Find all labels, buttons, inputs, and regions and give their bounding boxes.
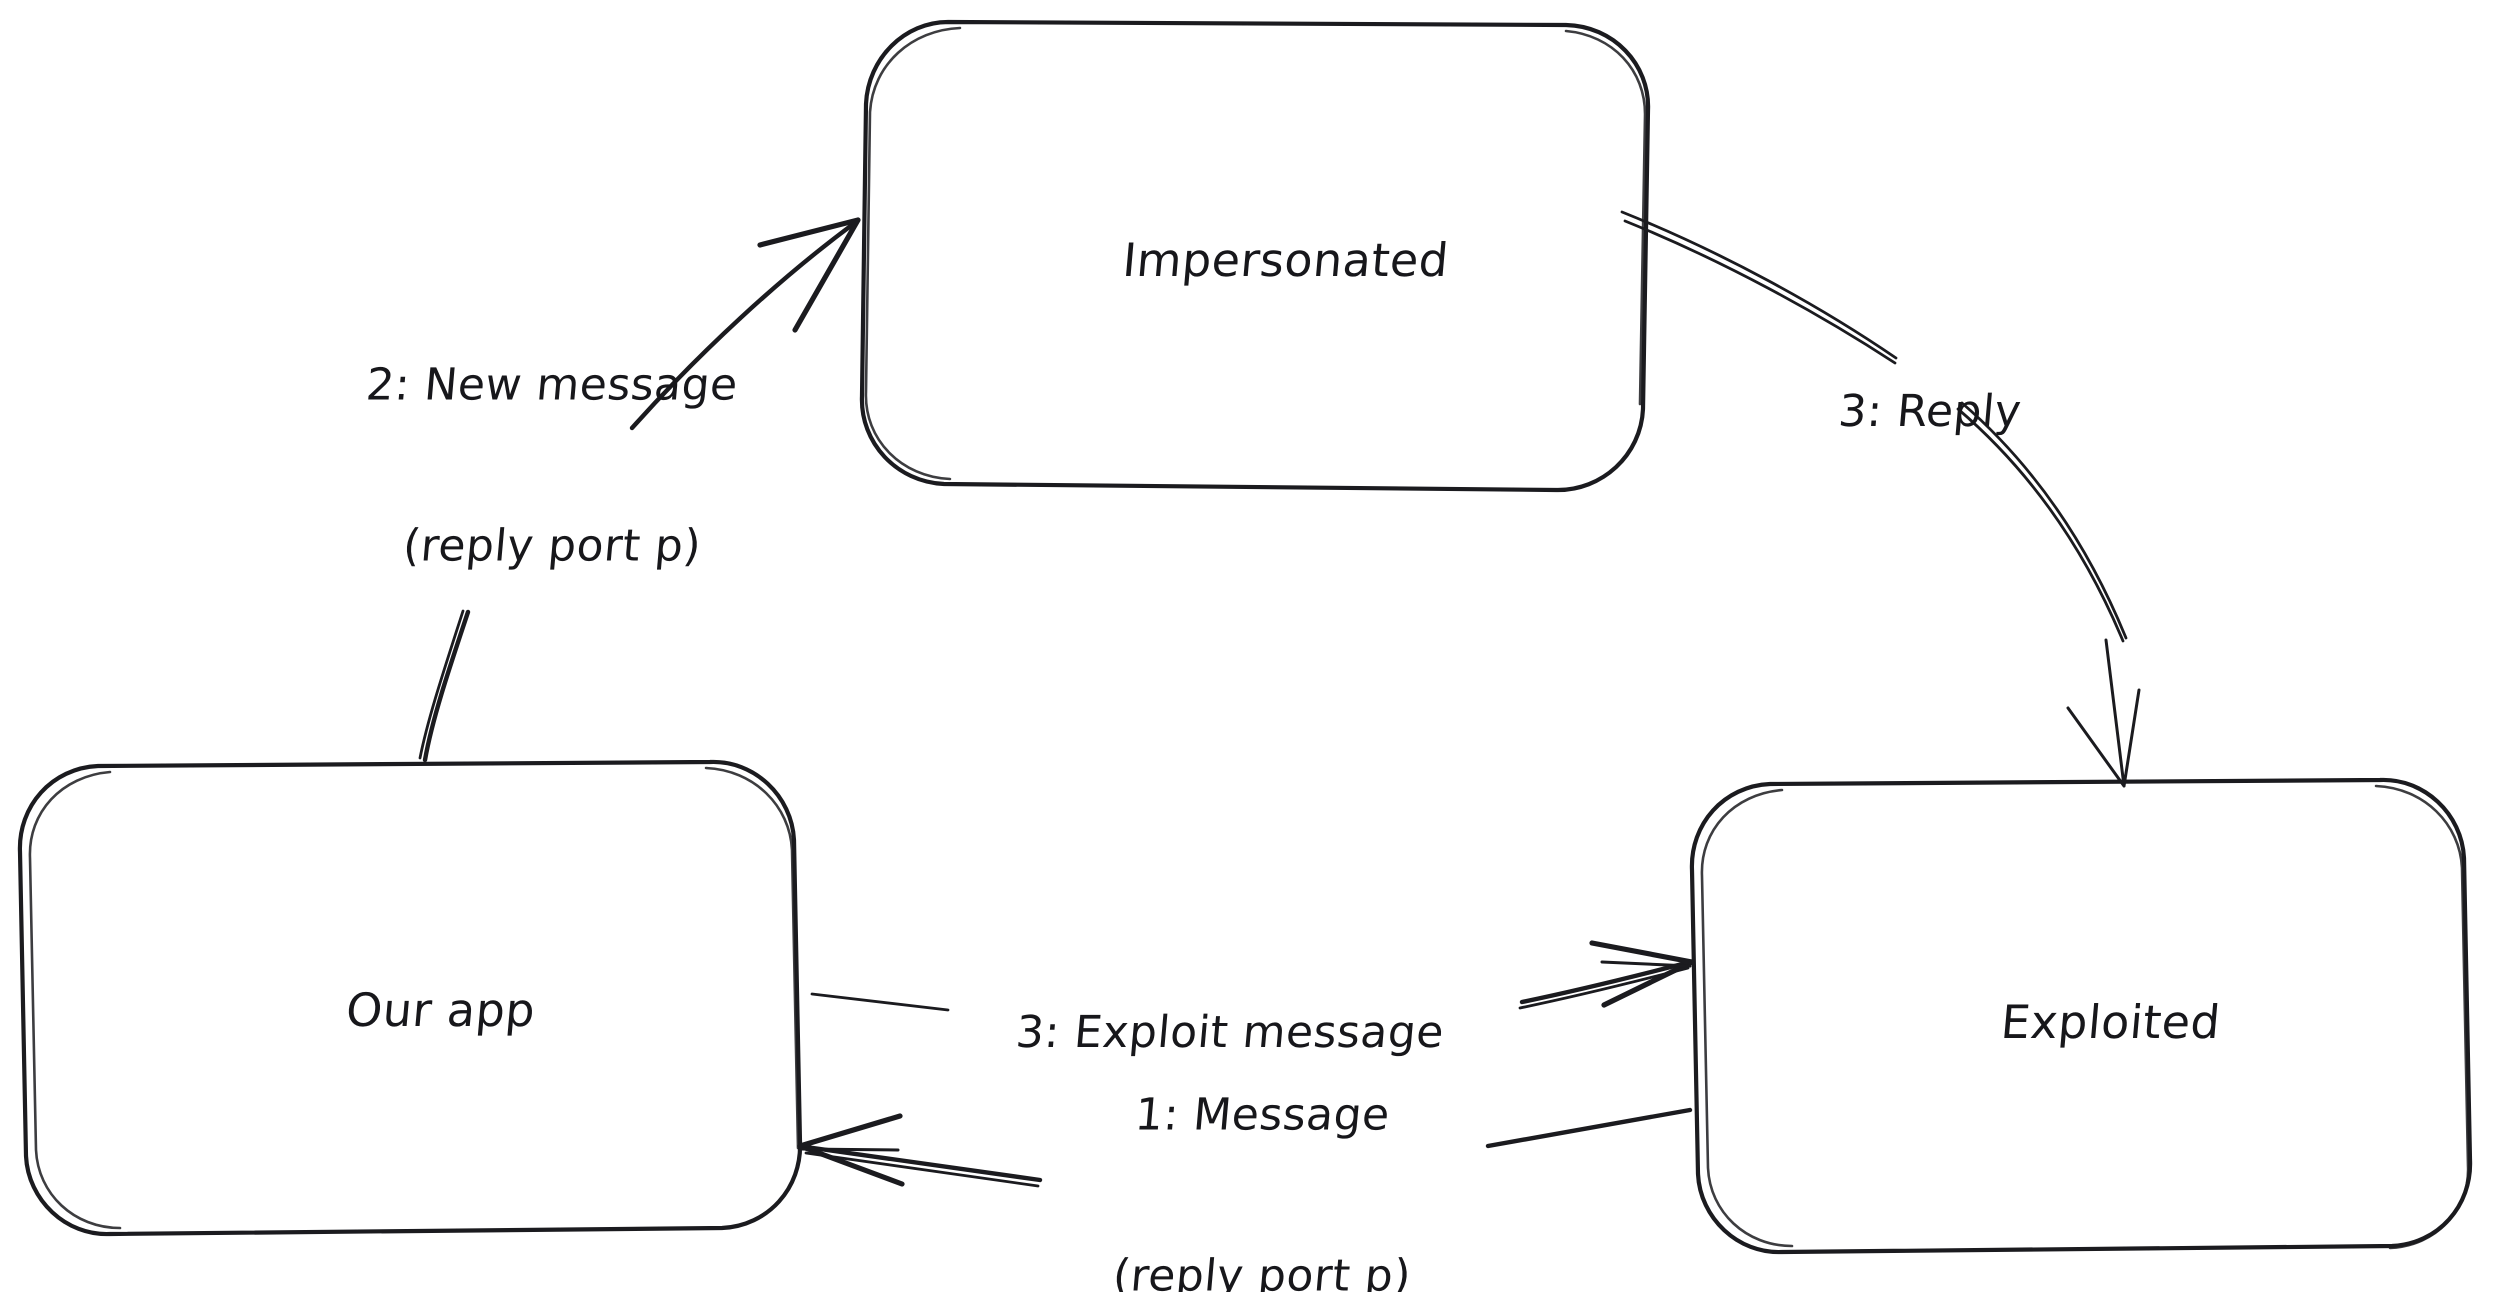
edge-new-message-line-lower-sketch [418,609,465,760]
edge-exploit-message-line-right [1519,959,1693,1005]
edge-new-message-stroke [418,217,861,763]
node-exploited-sketch-pass-2 [2374,784,2470,1250]
node-our-app-sketch-pass [28,770,122,1230]
edge-new-message-label: 2: New message (reply port p) [364,359,741,572]
edge-message-line-left-sketch [804,1151,1040,1188]
node-impersonated-sketch-pass [864,26,962,481]
edge-reply-arrowhead [2066,638,2141,788]
edge-reply-line-upper-sketch [1623,219,1897,365]
edge-reply-label: 3: Reply [1836,386,2024,438]
edge-reply-line-lower [1960,401,2128,640]
edge-message-label: 1: Message (reply port p) [1110,1089,1414,1292]
edge-new-message-arrowhead [757,217,861,333]
node-impersonated-sketch-pass-2 [1564,29,1647,406]
node-our-app-label: Our app [343,982,538,1037]
edge-message-arrowhead [797,1113,905,1187]
edge-message-line-right [1485,1107,1693,1149]
edge-exploit-message-stroke [810,940,1695,1012]
node-exploited[interactable] [1689,777,2473,1255]
edge-message-line-left [803,1144,1043,1183]
edge-exploit-message-line-left [810,992,950,1012]
edge-message-stroke [797,1107,1693,1188]
node-our-app[interactable] [17,759,803,1237]
node-impersonated[interactable] [859,19,1651,493]
node-exploited-sketch-pass [1700,788,1794,1248]
edge-reply-line-upper [1620,210,1898,360]
edge-new-message-line-lower [422,609,471,763]
edge-exploit-message-arrowhead [1589,940,1695,1008]
edge-exploit-message-arrowhead-sketch [1600,960,1692,968]
edge-reply-line-lower-sketch [1956,407,2125,643]
edge-reply-stroke [1620,210,2141,788]
node-impersonated-label: Impersonated [1120,232,1451,287]
edge-new-message-line-upper [629,219,859,431]
edge-message-arrowhead-sketch [798,1147,900,1152]
node-our-app-outline [17,759,803,1237]
node-exploited-outline [1689,777,2473,1255]
node-impersonated-outline [859,19,1651,493]
node-our-app-sketch-pass-2 [704,766,800,1150]
node-exploited-label: Exploited [1998,994,2223,1049]
